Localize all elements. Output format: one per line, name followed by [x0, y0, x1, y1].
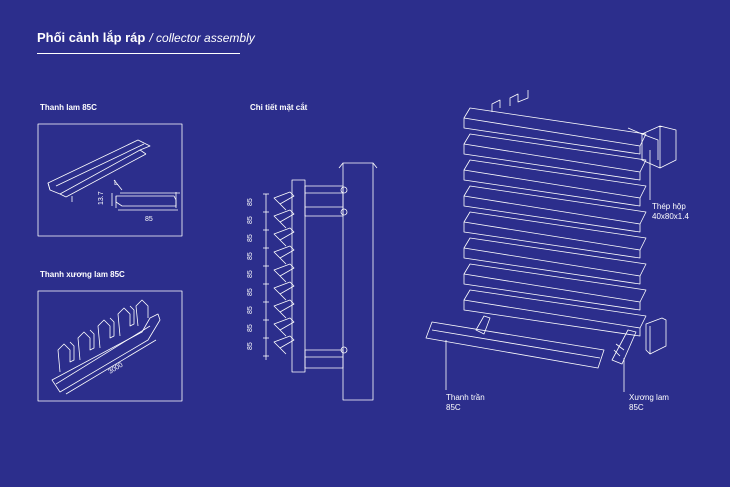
assembly-carrier-right: [611, 329, 637, 365]
carrier-bar-spec: 85C: [629, 403, 644, 412]
section-label: Chi tiết mặt cắt: [250, 103, 308, 112]
carrier-bar-callout: Xương lam 85C: [629, 393, 669, 413]
slat-panel-frame: [37, 123, 183, 237]
carrier-label: Thanh xương lam 85C: [40, 270, 125, 279]
section-slats: [273, 191, 295, 355]
box-steel-callout: Thép hộp 40x80x1.4: [652, 202, 689, 222]
section-spacing-5: 85: [247, 270, 254, 278]
carrier-panel: 3000: [37, 290, 183, 402]
section-carrier: [291, 179, 306, 373]
section-spacing-7: 85: [247, 306, 254, 314]
title-sub: / collector assembly: [149, 31, 255, 45]
slat-panel: 13.7 85 L: [37, 123, 183, 237]
title-underline: [37, 53, 240, 54]
title-main: Phối cảnh lắp ráp: [37, 30, 146, 45]
section-spacing-6: 85: [247, 288, 254, 296]
assembly-ceiling-bar: [425, 321, 605, 369]
section-bolt-lower: [340, 346, 348, 354]
ceiling-bar-name: Thanh trần: [446, 393, 485, 402]
carrier-length-dim: 3000: [107, 362, 124, 376]
slat-height-dim: 13.7: [98, 191, 105, 205]
assembly-box-steel-lower: [645, 317, 667, 355]
section-spacing-3: 85: [247, 234, 254, 242]
slat-drawing: [47, 139, 180, 211]
section-bolt-upper: [340, 186, 348, 194]
section-post: [342, 162, 374, 401]
carrier-bar-name: Xương lam: [629, 393, 669, 402]
ceiling-bar-callout: Thanh trần 85C: [446, 393, 485, 413]
carrier-drawing: [51, 299, 161, 395]
section-spacing-2: 85: [247, 216, 254, 224]
slat-label: Thanh lam 85C: [40, 103, 97, 112]
carrier-panel-frame: [37, 290, 183, 402]
assembly-box-steel-upper: [641, 125, 677, 169]
section-lower-bracket: [304, 349, 344, 369]
assembly-top-bracket: [491, 90, 529, 112]
assembly-drawing: [425, 90, 677, 392]
box-steel-spec: 40x80x1.4: [652, 212, 689, 221]
section-spacing-4: 85: [247, 252, 254, 260]
assembly-slats: [463, 107, 647, 337]
section-bolt-mid: [340, 208, 348, 216]
section-spacing-9: 85: [247, 342, 254, 350]
section-spacing-labels: 85 85 85 85 85 85 85 85 85: [247, 198, 254, 350]
page-title: Phối cảnh lắp ráp/ collector assembly: [37, 30, 255, 45]
slat-width-dim: 85: [145, 216, 153, 223]
section-spacing-8: 85: [247, 324, 254, 332]
slat-length-dim: L: [114, 180, 118, 187]
carrier-length-dimline: [65, 339, 157, 395]
section-drawing: [263, 162, 378, 401]
box-steel-name: Thép hộp: [652, 202, 686, 211]
assembly-carrier-left: [475, 315, 491, 335]
section-upper-bracket: [304, 185, 344, 217]
section-spacing-1: 85: [247, 198, 254, 206]
ceiling-bar-spec: 85C: [446, 403, 461, 412]
